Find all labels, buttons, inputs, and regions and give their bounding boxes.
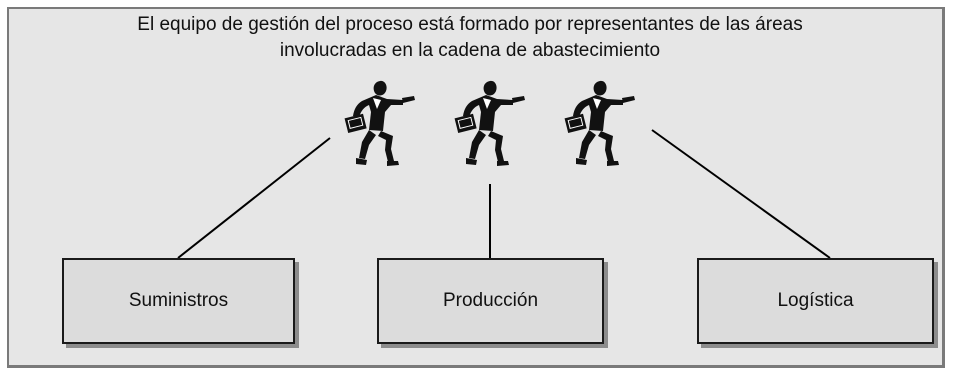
caption-line-2: involucradas en la cadena de abastecimie… bbox=[279, 40, 661, 61]
caption-line-1: El equipo de gestión del proceso está fo… bbox=[137, 14, 803, 35]
connector-suministros bbox=[177, 137, 331, 259]
area-box-produccion: Producción bbox=[377, 258, 604, 344]
area-label-logistica: Logística bbox=[777, 290, 854, 311]
area-label-suministros: Suministros bbox=[128, 290, 229, 311]
businessman-with-briefcase-icon bbox=[344, 80, 415, 166]
area-box-suministros: Suministros bbox=[62, 258, 295, 344]
businessman-with-briefcase-icon bbox=[454, 80, 525, 166]
businessman-with-briefcase-icon bbox=[564, 80, 635, 166]
area-label-produccion: Producción bbox=[442, 290, 539, 311]
diagram-caption: El equipo de gestión del proceso está fo… bbox=[40, 12, 900, 64]
connector-logistica bbox=[651, 129, 831, 259]
area-box-logistica: Logística bbox=[697, 258, 934, 344]
